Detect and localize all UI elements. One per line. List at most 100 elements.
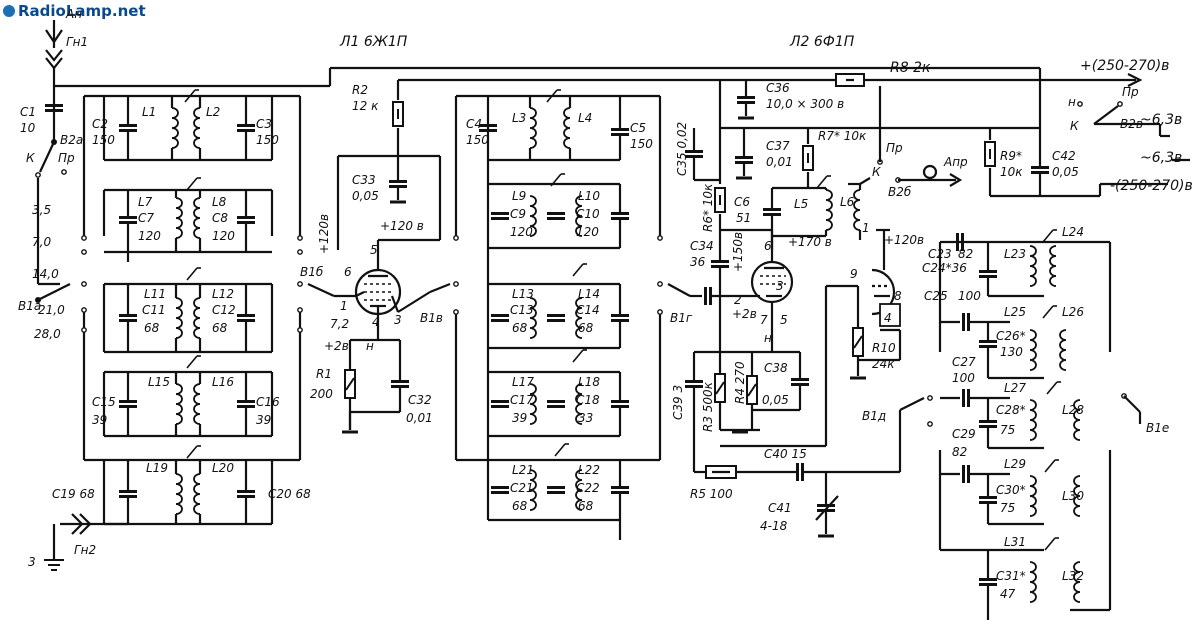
input-bank [44, 89, 302, 571]
label-c24: C24*36 [922, 261, 967, 275]
label-c29: C29 [952, 427, 976, 441]
label-r9-value: 10к [1000, 165, 1023, 179]
label-c2-value: 150 [92, 133, 115, 147]
label-plus170: +170 в [788, 235, 832, 249]
label-tube-l1: Л1 6Ж1П [339, 34, 408, 50]
label-c22-value: 68 [578, 499, 594, 513]
label-l6: L6 [840, 195, 855, 209]
label-pin2: 2 [734, 293, 742, 307]
label-r1: R1 [316, 367, 332, 381]
label-c21-value: 68 [512, 499, 528, 513]
label-b1b: В1б [300, 265, 324, 279]
switch-b1a [35, 235, 87, 333]
label-c16: C16 [256, 395, 280, 409]
label-c28: C28* [996, 403, 1026, 417]
label-c16-value: 39 [256, 413, 271, 427]
label-c5-value: 150 [630, 137, 653, 151]
label-pin5b: 5 [780, 313, 788, 327]
label-tube-l2: Л2 6Ф1П [789, 34, 855, 50]
rf-bank [454, 89, 662, 540]
label-14mhz: 14,0 [32, 267, 59, 281]
label-c8: C8 [212, 211, 228, 225]
label-c37-value: 0,01 [766, 155, 793, 169]
label-c1-value: 10 [20, 121, 36, 135]
label-r6: R6* 10к [701, 183, 715, 232]
label-7mhz: 7,0 [32, 235, 51, 249]
label-r8: R8 2к [890, 60, 931, 76]
label-l18: L18 [578, 375, 600, 389]
label-plus120-a: +120в [317, 214, 331, 254]
label-b2b: В2б [888, 185, 912, 199]
label-c15: C15 [92, 395, 116, 409]
label-c10: C10 [576, 207, 600, 221]
label-pr1: Пр [58, 151, 75, 165]
label-plus150: +150в [731, 232, 745, 272]
label-heater1: ~6,3в [1140, 112, 1182, 128]
label-l19: L19 [146, 461, 168, 475]
label-c18: C18 [576, 393, 600, 407]
label-c31-value: 47 [1000, 587, 1016, 601]
label-c38: C38 [764, 361, 788, 375]
label-c19: C19 68 [52, 487, 95, 501]
label-c35: C35 0,02 [675, 122, 689, 176]
label-c9: C9 [510, 207, 526, 221]
label-c25: C25 [924, 289, 948, 303]
label-plus2v-b: +2в [732, 307, 757, 321]
label-c23-value: 82 [958, 247, 973, 261]
label-b1g: В1г [670, 311, 693, 325]
label-c11-value: 68 [144, 321, 160, 335]
label-c34: C34 [690, 239, 714, 253]
label-c12: C12 [212, 303, 236, 317]
label-c1: C1 [20, 105, 36, 119]
label-c12-value: 68 [212, 321, 228, 335]
label-l23: L23 [1004, 247, 1026, 261]
label-c4: C4 [466, 117, 482, 131]
label-pin1b: 1 [862, 221, 870, 235]
label-c26: C26* [996, 329, 1026, 343]
label-l7: L7 [138, 195, 153, 209]
label-apr: Апр [943, 155, 968, 169]
label-c42-value: 0,05 [1052, 165, 1079, 179]
label-l10: L10 [578, 189, 600, 203]
label-l3: L3 [512, 111, 526, 125]
label-c2: C2 [92, 117, 108, 131]
label-pin7: 7 [760, 313, 768, 327]
label-k2: К [872, 165, 881, 179]
label-c31: C31* [996, 569, 1026, 583]
label-c30: C30* [996, 483, 1026, 497]
label-c11: C11 [142, 303, 166, 317]
tube-l1 [354, 258, 402, 340]
label-c3: C3 [256, 117, 272, 131]
label-b2a: В2а [60, 133, 83, 147]
label-c6-value: 51 [736, 211, 751, 225]
label-n1: н [1068, 95, 1076, 109]
label-c25-value: 100 [958, 289, 981, 303]
label-l17: L17 [512, 375, 534, 389]
label-l4: L4 [578, 111, 592, 125]
label-pin6b: 6 [764, 239, 772, 253]
label-pr2: Пр [886, 141, 903, 155]
label-pin3b: 3 [776, 279, 784, 293]
component-labels: Ан Гн1 3 Гн2 C1 10 В2а К Пр Л1 6Ж1П Л2 6… [18, 7, 1193, 601]
label-l29: L29 [1004, 457, 1026, 471]
label-c36: C36 [766, 81, 790, 95]
label-pin8: 8 [894, 289, 902, 303]
label-l25: L25 [1004, 305, 1026, 319]
label-c23: C23 [928, 247, 952, 261]
label-28mhz: 28,0 [34, 327, 61, 341]
label-l5: L5 [794, 197, 808, 211]
label-l26: L26 [1062, 305, 1084, 319]
label-pin6: 6 [344, 265, 352, 279]
label-c13: C13 [510, 303, 534, 317]
label-c36-value: 10,0 × 300 в [766, 97, 844, 111]
label-c32-value: 0,01 [406, 411, 433, 425]
label-pin5: 5 [370, 243, 378, 257]
label-c33: C33 [352, 173, 376, 187]
label-l27: L27 [1004, 381, 1026, 395]
label-pin4: 4 [372, 315, 380, 329]
label-plus120-c: +120в [884, 233, 924, 247]
label-n2: н [366, 339, 374, 353]
label-c29-value: 82 [952, 445, 967, 459]
label-3: 3 [28, 555, 36, 569]
label-l15: L15 [148, 375, 170, 389]
